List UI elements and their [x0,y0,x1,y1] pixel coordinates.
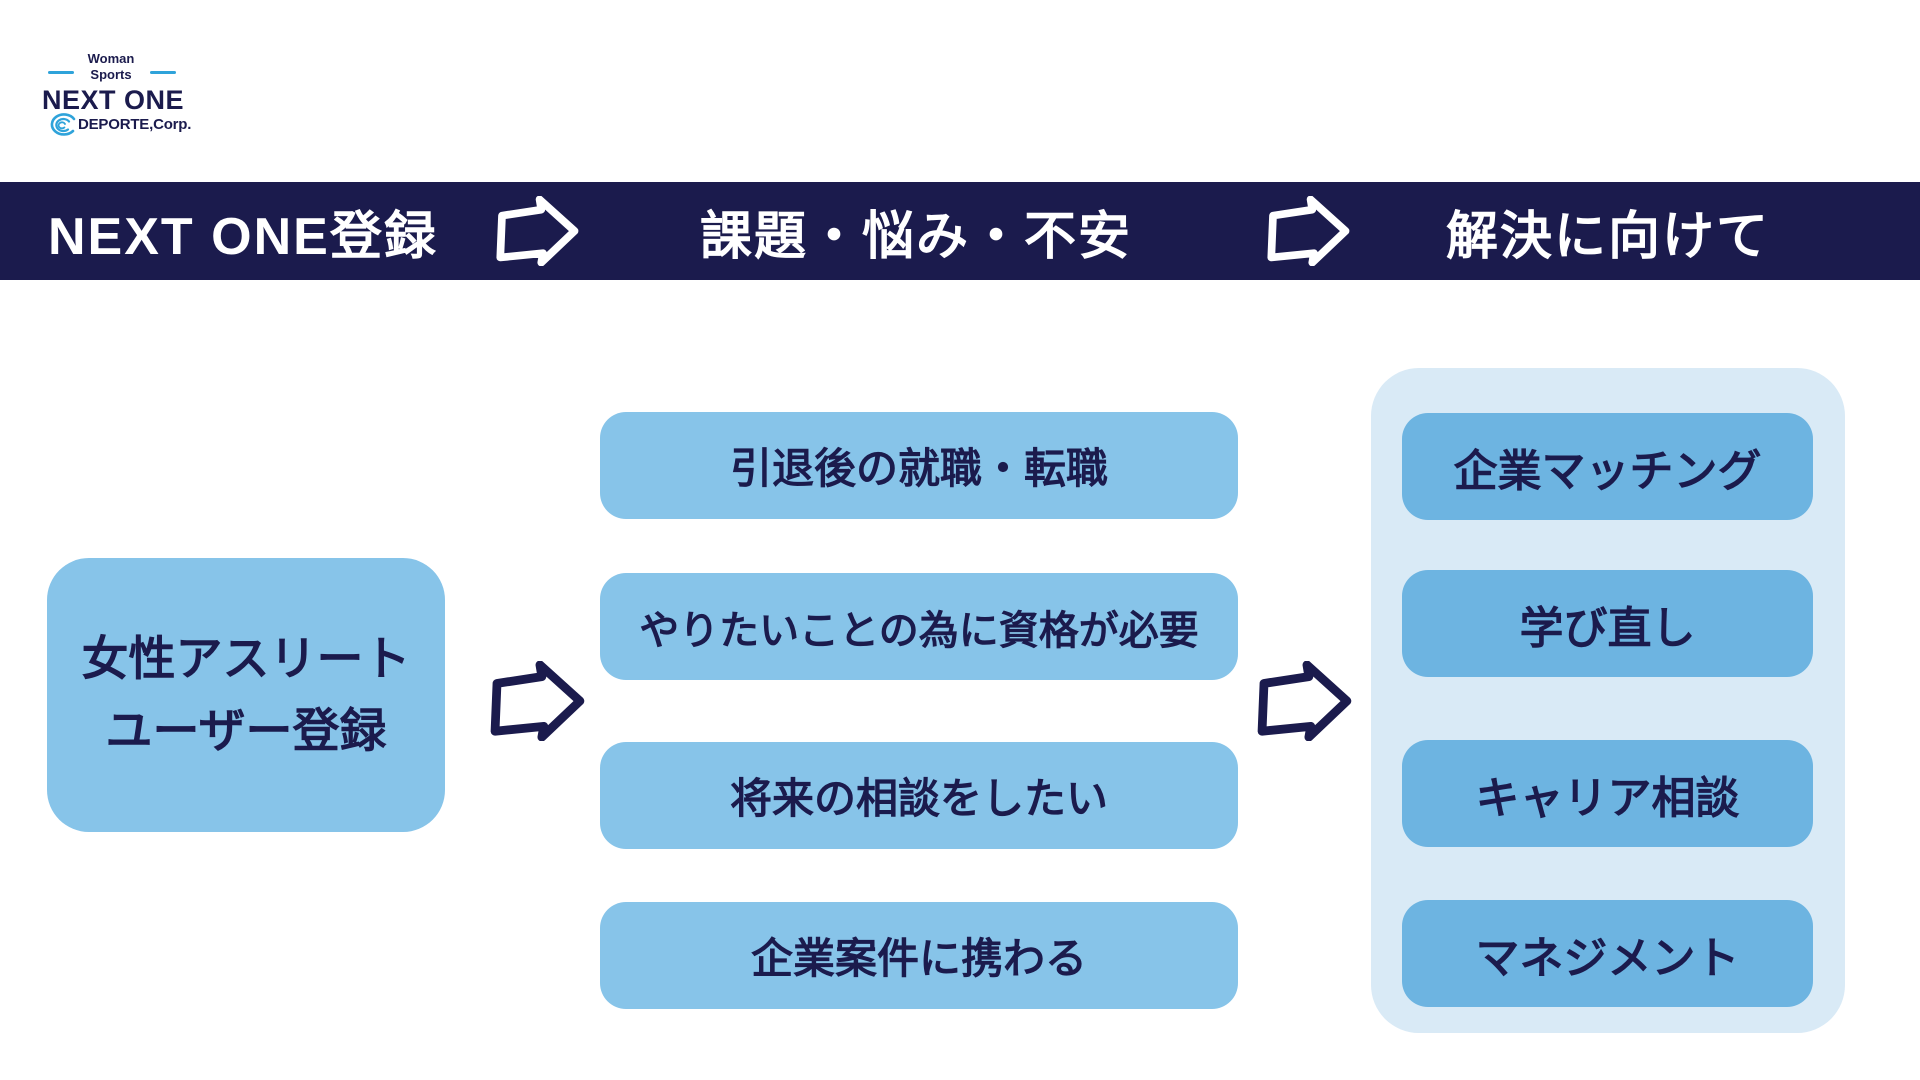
logo-dash-left [48,71,74,74]
logo-company-name: DEPORTE,Corp. [78,115,192,133]
brand-logo: Woman Sports NEXT ONE DEPORTE,Corp. [42,51,191,138]
issue-box-consultation: 将来の相談をしたい [600,742,1238,849]
logo-tagline: Woman Sports [42,51,180,83]
logo-brand-name: NEXT ONE [42,85,185,115]
block-arrow-right-icon [496,196,579,266]
solution-box-relearning: 学び直し [1402,570,1813,677]
header-step-solutions: 解決に向けて [1445,207,1770,266]
issue-box-corporate-projects: 企業案件に携わる [600,902,1238,1009]
left-box-line2: ユーザー登録 [105,704,387,757]
issue-box-qualification: やりたいことの為に資格が必要 [600,573,1238,680]
user-registration-box: 女性アスリート ユーザー登録 [47,558,445,832]
header-step-problems: 課題・悩み・不安 [699,207,1132,266]
block-arrow-right-icon [1267,196,1350,266]
solutions-panel: 企業マッチング 学び直し キャリア相談 マネジメント [1371,368,1845,1033]
header-step-registration: NEXT ONE登録 [48,207,438,266]
issue-box-career-change: 引退後の就職・転職 [600,412,1238,519]
process-header-bar: NEXT ONE登録 課題・悩み・不安 解決に向けて [0,182,1920,280]
block-arrow-right-icon [490,661,585,741]
block-arrow-right-icon [1257,661,1352,741]
solution-box-career-consulting: キャリア相談 [1402,740,1813,847]
logo-dash-right [150,71,176,74]
left-box-line1: 女性アスリート [81,632,411,685]
logo-tagline-line2: Sports [90,67,132,82]
solution-box-company-matching: 企業マッチング [1402,413,1813,520]
solution-box-management: マネジメント [1402,900,1813,1007]
logo-tagline-line1: Woman [87,51,135,66]
wave-icon [50,113,76,136]
